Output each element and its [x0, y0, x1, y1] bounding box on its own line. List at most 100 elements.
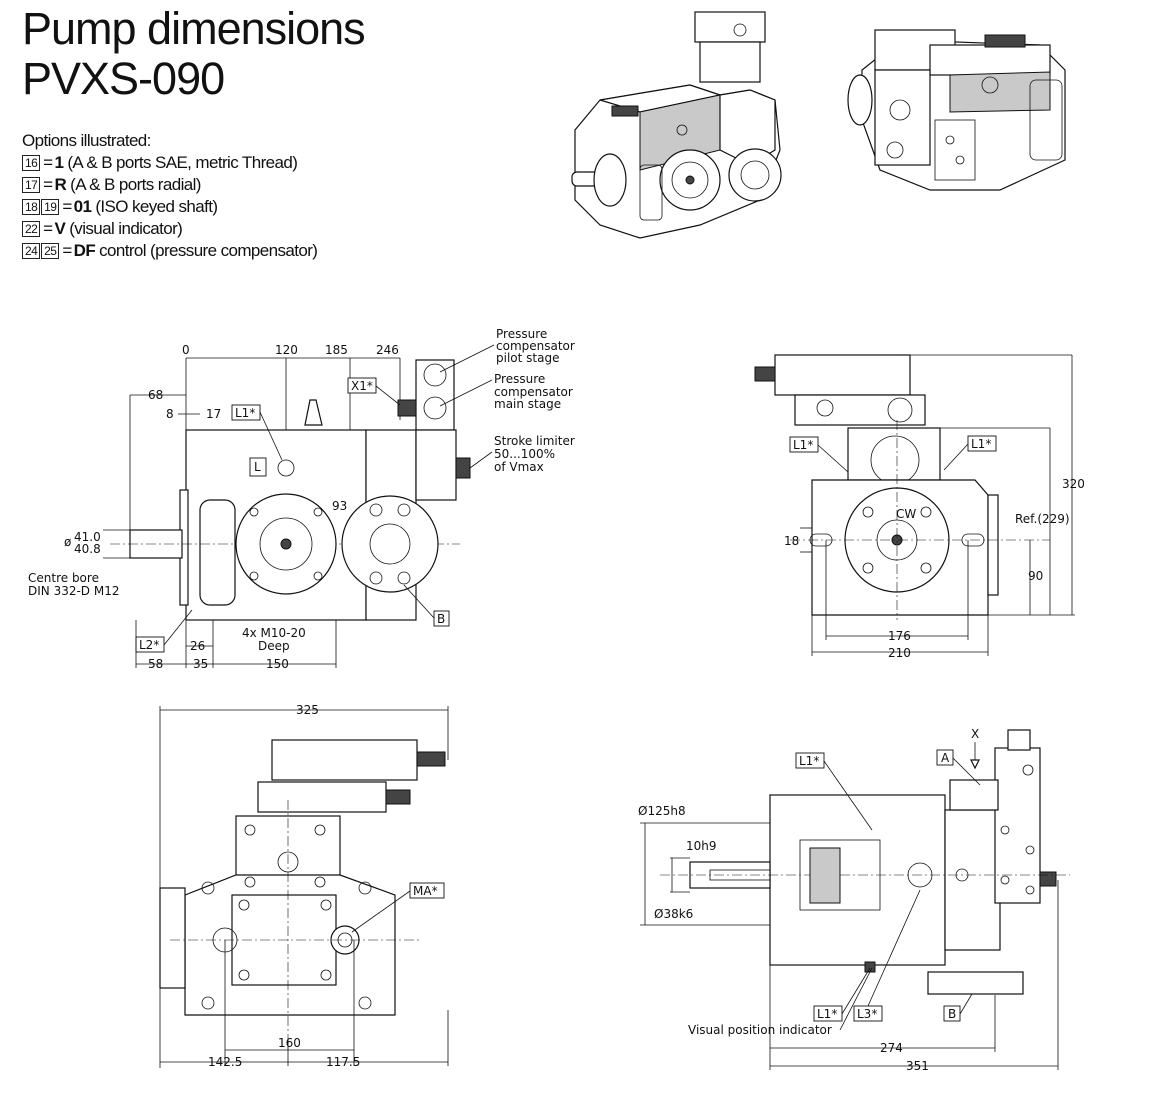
svg-text:pilot stage: pilot stage [496, 351, 559, 365]
option-text: (A & B ports SAE, metric Thread) [67, 153, 298, 172]
svg-text:Pressure: Pressure [496, 327, 547, 341]
svg-text:of Vmax: of Vmax [494, 460, 544, 474]
label-b-bottom: B [948, 1007, 956, 1021]
label-x1: X1* [351, 379, 373, 393]
label-l1-front-right: L1* [971, 437, 991, 451]
dim-38k6: Ø38k6 [654, 907, 693, 921]
label-l1-side: L1* [235, 406, 255, 420]
label-l1-front-left: L1* [793, 438, 813, 452]
dim-ref-229: Ref.(229) [1015, 512, 1070, 526]
option-equals: = [43, 219, 53, 238]
option-code: 01 [73, 197, 92, 216]
label-l2: L2* [139, 638, 159, 652]
option-row: 16=1(A & B ports SAE, metric Thread) [22, 152, 317, 174]
options-rows: 16=1(A & B ports SAE, metric Thread)17=R… [22, 152, 318, 262]
front-view: CW L1* L1* 320 Ref.(229) 90 18 176 210 [754, 354, 1085, 660]
dim-17: 17 [206, 407, 221, 421]
dim-68: 68 [148, 388, 163, 402]
option-equals: = [43, 175, 53, 194]
option-code-box: 25 [41, 243, 60, 259]
label-b-side: B [437, 612, 445, 626]
dim-142-5: 142.5 [208, 1055, 242, 1069]
option-row: 17=R(A & B ports radial) [22, 174, 317, 196]
top-view: 325 MA* 160 142 [159, 703, 449, 1069]
cw-label: CW [896, 507, 916, 521]
visual-indicator-label: Visual position indicator [688, 1023, 832, 1037]
dim-93: 93 [332, 499, 347, 513]
shaft-dia-symbol: ø [64, 535, 71, 549]
option-code-box: 18 [22, 199, 41, 215]
dim-120: 120 [275, 343, 298, 357]
option-code: R [54, 175, 67, 194]
dim-58: 58 [148, 657, 163, 671]
pump-3d-view-right [847, 29, 1066, 191]
dim-0: 0 [182, 343, 190, 357]
svg-text:Stroke limiter: Stroke limiter [494, 434, 575, 448]
options-list: Options illustrated: 16=1(A & B ports SA… [22, 130, 318, 262]
dim-320: 320 [1062, 477, 1085, 491]
dim-18: 18 [784, 534, 799, 548]
shaft-dia-top: 41.0 [74, 530, 101, 544]
page-title: Pump dimensions PVXS-090 [22, 3, 366, 104]
label-ma: MA* [413, 884, 438, 898]
label-x: X [971, 727, 979, 741]
svg-text:compensator: compensator [496, 339, 575, 353]
bottom-view: L1* A X Ø125h8 10h9 Ø38k6 L1* L3* B Visu… [638, 727, 1070, 1073]
svg-text:Pressure: Pressure [494, 372, 545, 386]
dim-176: 176 [888, 629, 911, 643]
option-code-box: 24 [22, 243, 41, 259]
dim-160: 160 [278, 1036, 301, 1050]
dim-210: 210 [888, 646, 911, 660]
option-text: (visual indicator) [69, 219, 183, 238]
svg-text:50...100%: 50...100% [494, 447, 555, 461]
dim-325: 325 [296, 703, 319, 717]
label-l1-bottom-top: L1* [799, 754, 819, 768]
dim-90: 90 [1028, 569, 1043, 583]
label-l1-bottom: L1* [817, 1007, 837, 1021]
tap-1: 4x M10-20 [242, 626, 306, 640]
dim-351: 351 [906, 1059, 929, 1073]
options-heading: Options illustrated: [22, 131, 151, 150]
tap-2: Deep [258, 639, 290, 653]
dim-117-5: 117.5 [326, 1055, 360, 1069]
dim-150: 150 [266, 657, 289, 671]
option-code-box: 16 [22, 155, 41, 171]
side-view: 0 120 185 246 68 8 17 [28, 327, 575, 671]
option-equals: = [43, 153, 53, 172]
label-l3: L3* [857, 1007, 877, 1021]
dim-26: 26 [190, 639, 205, 653]
pump-3d-view-left [571, 11, 782, 239]
option-code: 1 [54, 153, 64, 172]
option-text: (ISO keyed shaft) [95, 197, 218, 216]
option-equals: = [62, 197, 72, 216]
dim-8: 8 [166, 407, 174, 421]
option-code-box: 17 [22, 177, 41, 193]
dim-246: 246 [376, 343, 399, 357]
dim-125h8: Ø125h8 [638, 804, 686, 818]
callout-main-stage: Pressure compensator main stage [439, 372, 573, 411]
callout-pilot-stage: Pressure compensator pilot stage [439, 327, 575, 373]
option-equals: = [62, 241, 72, 260]
dim-10h9: 10h9 [686, 839, 717, 853]
centre-bore-2: DIN 332-D M12 [28, 584, 119, 598]
centre-bore-1: Centre bore [28, 571, 99, 585]
callout-stroke-limiter: Stroke limiter 50...100% of Vmax [469, 434, 575, 474]
svg-text:main stage: main stage [494, 397, 561, 411]
option-code: V [54, 219, 66, 238]
label-a: A [941, 751, 950, 765]
option-text: (A & B ports radial) [70, 175, 201, 194]
label-l: L [254, 460, 261, 474]
option-code: DF [73, 241, 96, 260]
svg-text:compensator: compensator [494, 385, 573, 399]
option-code-box: 22 [22, 221, 41, 237]
dim-185: 185 [325, 343, 348, 357]
dim-35: 35 [193, 657, 208, 671]
option-text: control (pressure compensator) [99, 241, 318, 260]
option-code-box: 19 [41, 199, 60, 215]
shaft-dia-bottom: 40.8 [74, 542, 101, 556]
option-row: 22=V(visual indicator) [22, 218, 317, 240]
title-line-1: Pump dimensions [22, 3, 366, 54]
